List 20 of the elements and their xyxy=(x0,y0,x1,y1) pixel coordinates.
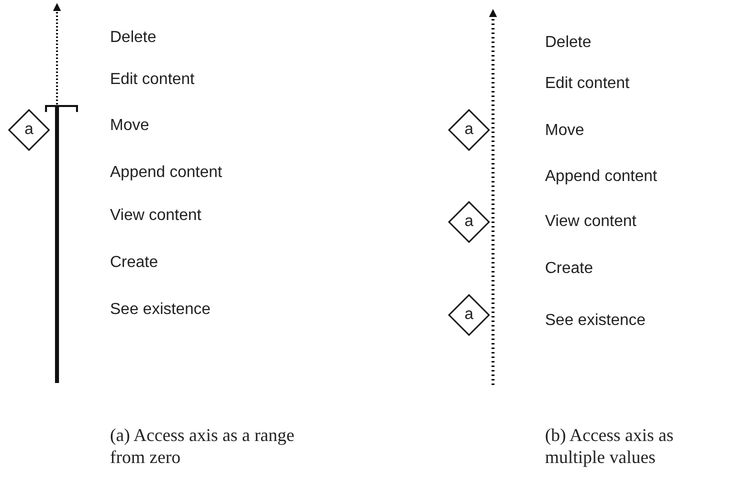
access-level-label: Append content xyxy=(545,168,658,186)
value-marker-diamond: a xyxy=(448,109,490,151)
access-level-label: Create xyxy=(545,260,594,278)
access-level-label: Append content xyxy=(110,164,222,182)
access-level-label: Move xyxy=(545,122,584,140)
access-level-label: See existence xyxy=(545,312,646,330)
access-level-label: Delete xyxy=(110,29,156,47)
value-marker-diamond: a xyxy=(8,109,50,151)
access-level-label: See existence xyxy=(110,301,211,319)
access-level-label: Create xyxy=(110,254,158,272)
figure-caption: (a) Access axis as a range from zero xyxy=(110,424,295,468)
access-level-label: Edit content xyxy=(110,71,194,89)
figure-caption: (b) Access axis as multiple values xyxy=(545,424,674,468)
access-level-label: View content xyxy=(545,213,636,231)
access-level-label: Delete xyxy=(545,34,592,52)
access-level-label: View content xyxy=(110,207,202,225)
value-marker-diamond: a xyxy=(448,294,490,336)
value-marker-diamond: a xyxy=(448,201,490,243)
access-level-label: Move xyxy=(110,117,150,135)
access-level-label: Edit content xyxy=(545,75,630,93)
